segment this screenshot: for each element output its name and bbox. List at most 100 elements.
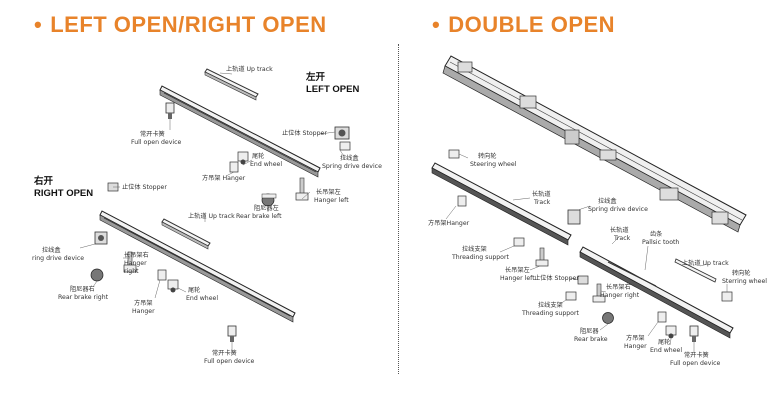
label-up-track: 上轨道 Up track bbox=[682, 259, 729, 267]
label-full-open-top-cn: 常开卡簧 bbox=[140, 130, 165, 138]
full-open-device-part bbox=[165, 102, 175, 119]
label-rear-brake-left-cn: 阻尼器左 bbox=[254, 204, 279, 212]
label-track2-cn: 长轨道 bbox=[610, 226, 629, 234]
hanger-right-part bbox=[123, 251, 137, 273]
label-hanger-right-cn: 长吊架右 bbox=[606, 283, 631, 291]
label-end-wheel-top-en: End wheel bbox=[250, 161, 282, 168]
label-hanger-left2-en: Hanger left bbox=[500, 275, 535, 282]
label-threading-support-en: Threading support bbox=[451, 254, 509, 261]
label-hanger-bottom-en: Hanger bbox=[132, 308, 155, 315]
pallsic-tooth-part bbox=[607, 261, 657, 287]
label-spring-drive-cn: 拉线盒 bbox=[598, 197, 617, 205]
left-section-title: • LEFT OPEN/RIGHT OPEN bbox=[34, 12, 327, 38]
left-open-assembly: 左开 LEFT OPEN 右开 RIGHT OPEN 上轨道 Up track … bbox=[32, 65, 382, 365]
label-full-open-cn: 常开卡簧 bbox=[684, 351, 709, 359]
double-open-assembly: 转向轮 Steering wheel 长轨道 Track 拉线盒 Spring … bbox=[428, 55, 767, 367]
stopper-part-right bbox=[577, 275, 589, 285]
label-hanger-left2-cn: 长吊架左 bbox=[505, 266, 530, 274]
leader-lines-left bbox=[79, 72, 346, 350]
leader-lines-right bbox=[445, 153, 728, 352]
label-steering-wheel-cn: 转向轮 bbox=[478, 152, 497, 160]
label-rear-brake-right-en: Rear brake right bbox=[58, 294, 109, 301]
hanger-left-long-part bbox=[535, 247, 549, 267]
label-rear-brake-right-cn: 阻尼器右 bbox=[70, 285, 95, 293]
up-track-part-lower bbox=[161, 218, 211, 250]
label-end-wheel-cn: 尾轮 bbox=[658, 338, 670, 346]
right-section-title: • DOUBLE OPEN bbox=[432, 12, 615, 38]
end-wheel-part-right bbox=[665, 325, 677, 339]
label-full-open-bottom-cn: 常开卡簧 bbox=[212, 349, 237, 357]
label-steering-wheel2-cn: 转向轮 bbox=[732, 269, 751, 277]
steering-wheel-part bbox=[448, 149, 460, 159]
rear-brake-part bbox=[602, 312, 614, 324]
label-end-wheel-bottom-en: End wheel bbox=[186, 295, 218, 302]
main-track-lower bbox=[99, 210, 296, 323]
label-steering-wheel-en: Steering wheel bbox=[470, 161, 517, 168]
label-pallsic-tooth-en: Pallsic tooth bbox=[642, 239, 679, 246]
main-track-upper bbox=[159, 85, 321, 178]
steering-wheel-part-2 bbox=[721, 291, 733, 302]
end-wheel-part-lower bbox=[167, 279, 179, 293]
label-full-open-en: Full open device bbox=[670, 360, 720, 367]
threading-support-part-2 bbox=[565, 291, 577, 301]
label-spring-drive-en: Spring drive device bbox=[588, 206, 648, 213]
label-hanger-bottom-cn: 方吊架 bbox=[134, 299, 153, 307]
label-hanger-right-en: Hanger right bbox=[600, 292, 640, 299]
label-up-track-bottom: 上轨道 Up track bbox=[188, 212, 235, 220]
assembled-rail bbox=[442, 55, 747, 233]
label-stopper-bottom: 止位体 Stopper bbox=[122, 183, 167, 191]
label-hanger-left-cn: 长吊架左 bbox=[316, 188, 341, 196]
label-ring-drive-cn: 拉线盒 bbox=[42, 246, 61, 254]
full-open-device-part-right bbox=[689, 325, 699, 342]
hanger-part-lower bbox=[157, 269, 167, 281]
label-hanger-left: 方吊架Hanger bbox=[428, 219, 470, 227]
hanger-left-square-part bbox=[457, 195, 467, 207]
label-hanger-right-en1: Hanger bbox=[124, 260, 147, 267]
left-title-text: LEFT OPEN/RIGHT OPEN bbox=[50, 12, 327, 37]
label-track2-en: Track bbox=[613, 235, 631, 242]
label-spring-drive-top-cn: 拉线盒 bbox=[340, 154, 359, 162]
label-hanger-cn: 方吊架 bbox=[626, 334, 645, 342]
label-full-open-bottom-en: Full open device bbox=[204, 358, 254, 365]
label-threading-support-cn: 拉线支架 bbox=[462, 245, 487, 253]
label-threading-support2-en: Threading support bbox=[521, 310, 579, 317]
label-spring-drive-top-en: Spring drive device bbox=[322, 163, 382, 170]
right-title-text: DOUBLE OPEN bbox=[448, 12, 616, 37]
track-right bbox=[579, 246, 734, 339]
label-hanger-top: 方吊架 Hanger bbox=[202, 174, 246, 182]
label-rear-brake-en: Rear brake bbox=[574, 336, 608, 343]
track-left bbox=[431, 162, 572, 246]
hanger-part bbox=[229, 161, 239, 173]
label-hanger-en: Hanger bbox=[624, 343, 647, 350]
hanger-part-right bbox=[657, 311, 667, 323]
left-open-en: LEFT OPEN bbox=[306, 84, 359, 95]
threading-support-part bbox=[513, 237, 525, 247]
up-track-part-right bbox=[674, 258, 717, 283]
ring-drive-part bbox=[94, 231, 108, 245]
label-hanger-right-en2: right bbox=[124, 268, 139, 275]
label-end-wheel-bottom-cn: 尾轮 bbox=[188, 286, 200, 294]
label-end-wheel-top-cn: 尾轮 bbox=[252, 152, 264, 160]
spring-drive-part bbox=[567, 209, 581, 225]
right-open-cn: 右开 bbox=[33, 175, 54, 187]
label-threading-support2-cn: 拉线支架 bbox=[538, 301, 563, 309]
label-hanger-right-cn: 长吊架右 bbox=[124, 251, 149, 259]
section-divider bbox=[398, 44, 399, 374]
end-wheel-part bbox=[237, 151, 249, 165]
label-rear-brake-left-en: Rear brake left bbox=[236, 213, 282, 220]
up-track-part bbox=[204, 68, 259, 101]
label-stopper: 止位体 Stopper bbox=[534, 274, 579, 282]
label-steering-wheel2-en: Sterring wheel bbox=[722, 278, 767, 285]
hanger-left-part bbox=[295, 177, 309, 201]
bullet-dot: • bbox=[432, 12, 441, 37]
label-track-cn: 长轨道 bbox=[532, 190, 551, 198]
label-rear-brake-cn: 阻尼器 bbox=[580, 327, 599, 335]
full-open-device-part-lower bbox=[227, 325, 237, 342]
label-track-en: Track bbox=[533, 199, 551, 206]
bullet-dot: • bbox=[34, 12, 43, 37]
label-pallsic-tooth-cn: 齿条 bbox=[650, 230, 662, 238]
stopper-part bbox=[334, 126, 351, 151]
right-open-en: RIGHT OPEN bbox=[34, 188, 93, 199]
rear-brake-right-part bbox=[90, 268, 104, 282]
label-end-wheel-en: End wheel bbox=[650, 347, 682, 354]
